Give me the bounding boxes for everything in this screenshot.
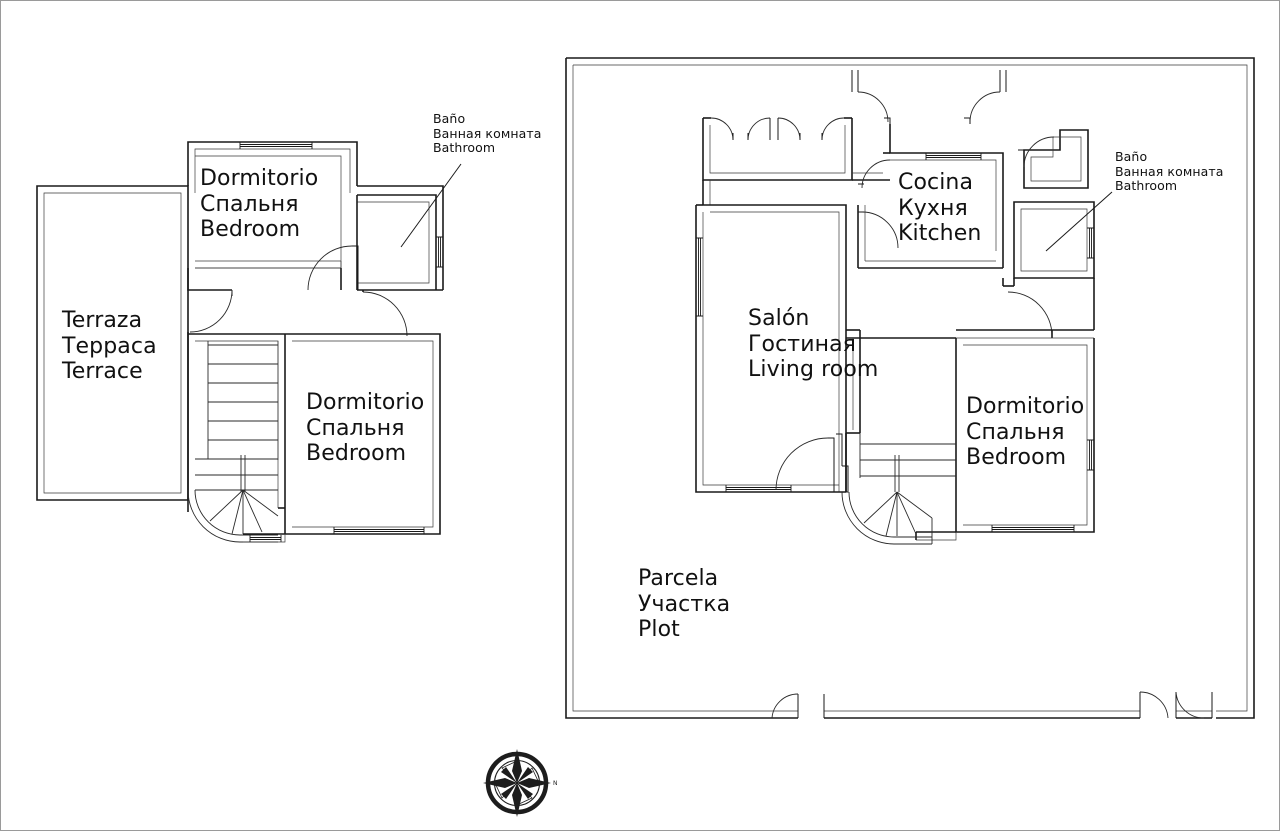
label-right-kitchen: Cocina Кухня Kitchen: [898, 170, 981, 247]
living-room-door: [775, 437, 835, 492]
label-ru: Спальня: [966, 419, 1065, 445]
left-landing-doors: [187, 245, 408, 337]
label-en: Plot: [638, 617, 680, 643]
left-lower-bedroom-window: [333, 527, 425, 534]
label-es: Baño: [1115, 149, 1148, 164]
label-ru: Спальня: [200, 191, 299, 217]
label-en: Bedroom: [966, 445, 1067, 471]
left-bathroom-window: [436, 236, 443, 268]
label-en: Terrace: [62, 359, 143, 385]
label-left-bedroom-lower: Dormitorio Спальня Bedroom: [306, 390, 424, 467]
label-es: Baño: [433, 111, 466, 126]
kitchen-door-north: [858, 159, 891, 189]
label-right-bathroom: Baño Ванная комната Bathroom: [1115, 149, 1224, 194]
label-left-terrace: Terraza Терраса Terrace: [62, 308, 157, 385]
label-en: Bathroom: [433, 140, 496, 155]
entry-door-north-right: [964, 70, 1007, 124]
left-upper-bedroom-window: [239, 142, 313, 149]
left-bathroom-walls: [356, 194, 443, 291]
kitchen-door-south: [858, 211, 899, 249]
label-ru: Кухня: [898, 195, 968, 221]
label-es: Dormitorio: [306, 390, 425, 415]
right-plan: [565, 57, 1255, 719]
label-ru: Терраса: [62, 333, 157, 359]
left-staircase: [187, 341, 279, 543]
left-plan: [36, 141, 462, 543]
left-bathroom-leader: [400, 163, 462, 248]
left-upper-bedroom-walls: [187, 141, 444, 291]
label-es: Dormitorio: [966, 394, 1085, 419]
living-room-walls: [695, 204, 847, 493]
label-es: Cocina: [898, 170, 974, 195]
right-bathroom-window: [1087, 227, 1094, 259]
right-bathroom-leader: [1045, 191, 1113, 252]
label-en: Bedroom: [200, 217, 301, 243]
hall-walls: [845, 278, 1095, 492]
kitchen-window: [925, 153, 982, 160]
label-ru: Спальня: [306, 415, 405, 441]
label-ru: Участка: [638, 591, 731, 617]
living-room-window-south: [725, 485, 792, 492]
label-right-living-room: Salón Гостиная Living room: [748, 306, 878, 383]
entry-door-north-left: [851, 70, 891, 124]
label-en: Living room: [748, 357, 879, 383]
label-en: Bedroom: [306, 441, 407, 467]
label-en: Bathroom: [1115, 178, 1178, 193]
plot-boundary: [565, 57, 1255, 719]
label-es: Parcela: [638, 566, 719, 591]
living-room-window-west: [696, 237, 703, 317]
label-es: Terraza: [62, 308, 143, 333]
label-en: Kitchen: [898, 221, 982, 247]
label-ru: Ванная комната: [1115, 163, 1224, 179]
label-left-bedroom-upper: Dormitorio Спальня Bedroom: [200, 166, 318, 243]
compass-north-label: N: [553, 780, 558, 787]
kitchen-walls: [852, 124, 1004, 269]
north-porch-walls: [702, 117, 853, 205]
label-ru: Ванная комната: [433, 125, 542, 141]
right-bathroom-walls: [1013, 129, 1095, 279]
label-right-bedroom: Dormitorio Спальня Bedroom: [966, 394, 1084, 471]
label-es: Dormitorio: [200, 166, 319, 191]
label-ru: Гостиная: [748, 331, 856, 357]
right-bedroom-walls: [915, 338, 1095, 541]
right-staircase: [836, 433, 956, 545]
north-porch-arches: [710, 117, 845, 141]
compass-rose: N: [483, 749, 558, 817]
label-es: Salón: [748, 306, 810, 331]
left-landing-walls: [187, 333, 286, 512]
left-lower-bedroom-walls: [243, 333, 441, 543]
label-left-bathroom: Baño Ванная комната Bathroom: [433, 111, 542, 156]
label-right-plot: Parcela Участка Plot: [638, 566, 730, 643]
right-bedroom-window-south: [991, 525, 1075, 532]
right-bedroom-window-east: [1087, 439, 1094, 471]
left-stair-window: [249, 535, 282, 542]
